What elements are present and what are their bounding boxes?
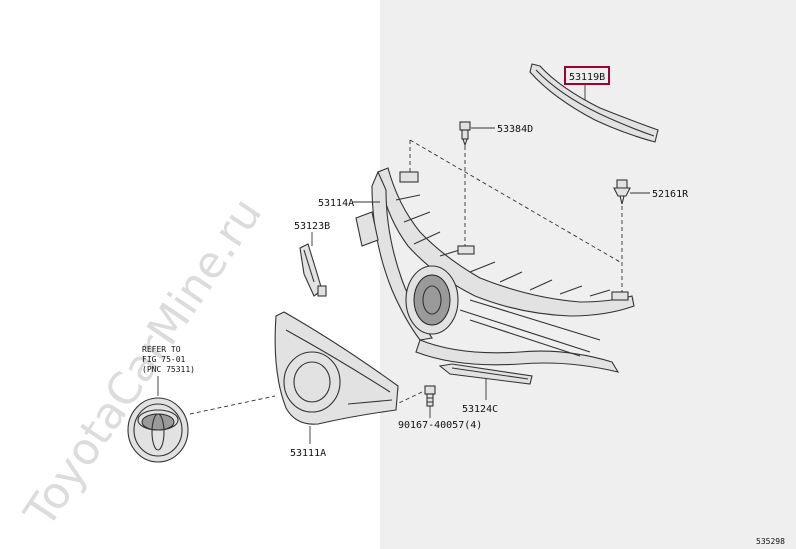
part-53124C-strip[interactable] <box>438 363 533 385</box>
label-53114A[interactable]: 53114A <box>318 198 354 209</box>
refer-line-2[interactable]: FIG 75-01 <box>142 355 186 364</box>
label-box-53119B <box>564 66 610 85</box>
toyota-emblem-icon[interactable] <box>127 397 189 463</box>
refer-line-3[interactable]: (PNC 75311) <box>142 365 195 374</box>
label-53119B[interactable]: 53119B <box>569 72 605 83</box>
dash-emblem <box>189 395 276 415</box>
part-53384D-clip[interactable] <box>459 121 471 147</box>
label-53124C[interactable]: 53124C <box>462 404 498 415</box>
part-53111A-bezel[interactable] <box>274 311 399 425</box>
label-90167[interactable]: 90167-40057(4) <box>398 420 482 431</box>
part-53114A-grille[interactable] <box>355 167 635 373</box>
part-53123B-bracket[interactable] <box>299 243 327 297</box>
diagram-id: 535298 <box>756 537 785 546</box>
label-53111A[interactable]: 53111A <box>290 448 326 459</box>
label-53384D[interactable]: 53384D <box>497 124 533 135</box>
label-53123B[interactable]: 53123B <box>294 221 330 232</box>
refer-line-1[interactable]: REFER TO <box>142 345 181 354</box>
label-52161R[interactable]: 52161R <box>652 189 689 200</box>
part-53119B-moulding[interactable] <box>529 63 659 143</box>
part-52161R-clip[interactable] <box>613 179 631 205</box>
part-90167-screw[interactable] <box>424 385 436 407</box>
dash-diagonal <box>409 139 621 263</box>
